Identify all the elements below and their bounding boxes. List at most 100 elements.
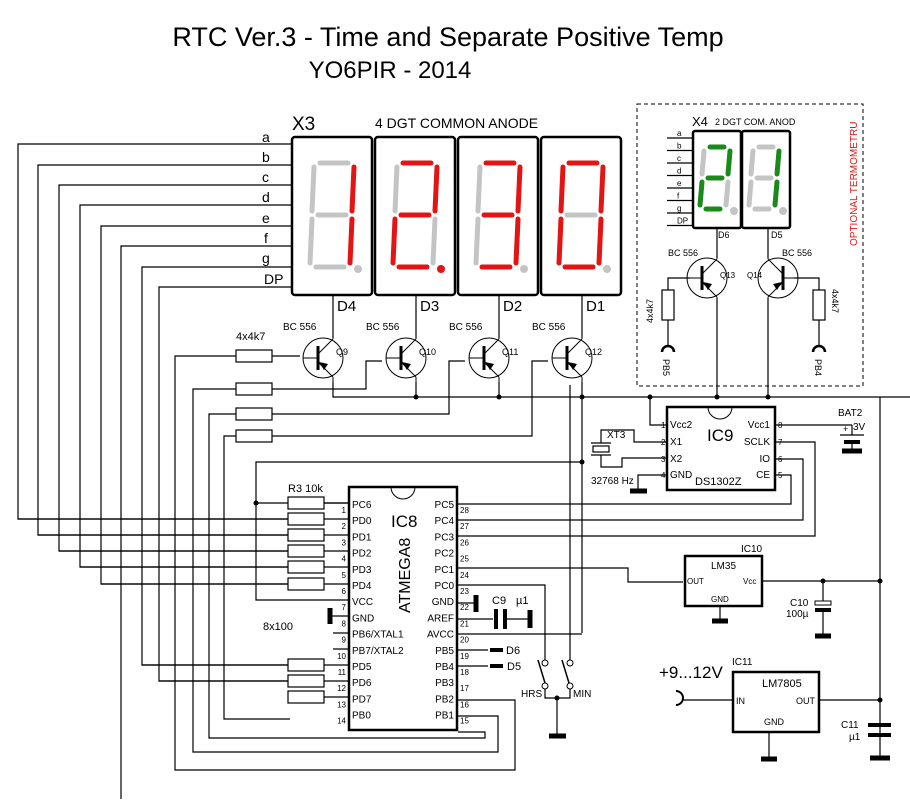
ic9-pin-x2: X2 — [670, 454, 683, 465]
seg-label-a: a — [262, 129, 270, 145]
segment-e — [307, 216, 315, 266]
temp-seg-label: b — [677, 142, 682, 151]
ic9-pin-gnd: GND — [670, 470, 692, 481]
c9-icon — [494, 609, 507, 629]
supply-label: +9...12V — [659, 663, 723, 682]
ic8-pin-number: 20 — [460, 636, 469, 645]
segment-c — [347, 216, 355, 266]
resistor-q14-label: 4x4k7 — [830, 289, 840, 313]
ic8-pin-pb6-xtal1: PB6/XTAL1 — [352, 630, 404, 641]
ic11-out: OUT — [796, 696, 816, 706]
ic9-pin-sclk: SCLK — [744, 437, 770, 448]
seg-label-b: b — [262, 149, 270, 165]
ic8-pin-number: 7 — [342, 603, 347, 612]
optional-label: OPTIONAL TERMOMETRU — [849, 122, 860, 246]
pb5-connector-icon — [660, 344, 676, 353]
switch-hours[interactable] — [537, 659, 546, 684]
battery-plus: + — [843, 424, 848, 434]
ic10-body — [683, 554, 764, 608]
segment-c — [723, 179, 731, 208]
temp-display-ref: X4 — [692, 114, 708, 129]
display-ref: X3 — [292, 114, 315, 135]
ic8-pin-pc1: PC1 — [435, 565, 455, 576]
ic8-pin-pd7: PD7 — [352, 694, 372, 705]
digit-d3 — [390, 160, 445, 273]
segment-c — [596, 216, 604, 266]
ic8-pin-vcc: VCC — [352, 597, 373, 608]
ic8-pin-pd1: PD1 — [352, 532, 372, 543]
resistor-q9-base — [235, 349, 273, 363]
ic11-gnd: GND — [764, 717, 785, 727]
ic8-pin-number: 25 — [460, 555, 469, 564]
pb5-label: PB5 — [661, 359, 671, 376]
temp-display-description: 2 DGT COM. ANOD — [715, 117, 796, 127]
transistor-type-q12: BC 556 — [532, 322, 566, 333]
ic8-pin-number: 16 — [460, 700, 469, 709]
decimal-point — [779, 207, 787, 215]
temp-digit-d6 — [697, 144, 738, 215]
ic11-in: IN — [736, 696, 745, 706]
ic8-microcontroller: IC8 ATMEGA8 PC61PD02PD13PD24PD35PD46VCC7… — [337, 485, 469, 732]
segment-resistor-label: 8x100 — [263, 621, 293, 633]
segment-e — [390, 216, 398, 266]
digit-d1 — [556, 160, 611, 273]
ic8-pin-number: 26 — [460, 538, 469, 547]
transistor-q14 — [757, 256, 799, 304]
segment-b — [432, 164, 440, 214]
ic8-pin-number: 23 — [460, 587, 469, 596]
hours-switch-label: HRS — [521, 689, 542, 700]
switch-minutes[interactable] — [561, 659, 570, 684]
ic8-pin-number: 15 — [460, 717, 469, 726]
decimal-point — [603, 265, 611, 273]
ic8-pin-pd6: PD6 — [352, 678, 372, 689]
c9-ref: C9 — [492, 595, 506, 607]
c9-value: µ1 — [516, 595, 528, 607]
c11-ref: C11 — [841, 720, 859, 731]
digit-d4 — [307, 160, 362, 273]
ic8-pin-pc4: PC4 — [435, 516, 455, 527]
decimal-point — [437, 265, 445, 273]
segment-c — [513, 216, 521, 266]
transistor-q12 — [551, 336, 593, 384]
ic10-vcc: Vcc — [743, 577, 756, 586]
digit-label-d1: D1 — [586, 298, 605, 315]
transistor-type-q9: BC 556 — [283, 322, 317, 333]
c11-value: µ1 — [849, 732, 861, 743]
seg-label-dp: DP — [264, 271, 283, 287]
digit-d2 — [473, 160, 528, 273]
ic11-body — [731, 670, 821, 734]
ic10-part: LM35 — [711, 561, 736, 572]
pb4-connector-icon — [811, 344, 827, 353]
transistor-ref-q10: Q10 — [419, 347, 436, 357]
ic8-part: ATMEGA8 — [397, 538, 414, 613]
resistor-q10-base — [235, 382, 273, 396]
supply-connector-icon[interactable] — [675, 690, 684, 706]
segment-c — [430, 216, 438, 266]
segment-b — [725, 148, 733, 177]
ic8-pin-number: 22 — [460, 603, 469, 612]
ic9-part: DS1302Z — [695, 476, 742, 488]
segment-f — [309, 164, 317, 214]
seg-label-d: d — [262, 189, 270, 205]
resistor-q13-label: 4x4k7 — [645, 299, 655, 323]
ic11-ref: IC11 — [732, 657, 753, 668]
transistor-ref-q9: Q9 — [336, 347, 348, 357]
segment-resistor — [287, 528, 325, 542]
base-resistor-label: 4x4k7 — [236, 331, 265, 343]
ic9-rtc: IC9 DS1302Z Vcc2 X1 X2 GND Vcc1 SCLK IO … — [661, 405, 783, 492]
schematic-subtitle: YO6PIR - 2014 — [309, 57, 472, 84]
seg-label-f: f — [264, 230, 268, 246]
segment-b — [349, 164, 357, 214]
ic9-pin-vcc1: Vcc1 — [748, 420, 771, 431]
segment-e — [697, 179, 705, 208]
temp-digit-label-d6: D6 — [718, 230, 730, 240]
d5-label: D5 — [507, 661, 521, 673]
transistor-q11 — [468, 336, 510, 384]
segment-f — [748, 148, 756, 177]
segment-resistor — [287, 560, 325, 574]
seg-label-e: e — [262, 210, 270, 226]
transistor-type-q11: BC 556 — [449, 322, 483, 333]
ic8-pin-pb7-xtal2: PB7/XTAL2 — [352, 646, 404, 657]
segment-b — [774, 148, 782, 177]
ic8-ref: IC8 — [391, 512, 417, 531]
